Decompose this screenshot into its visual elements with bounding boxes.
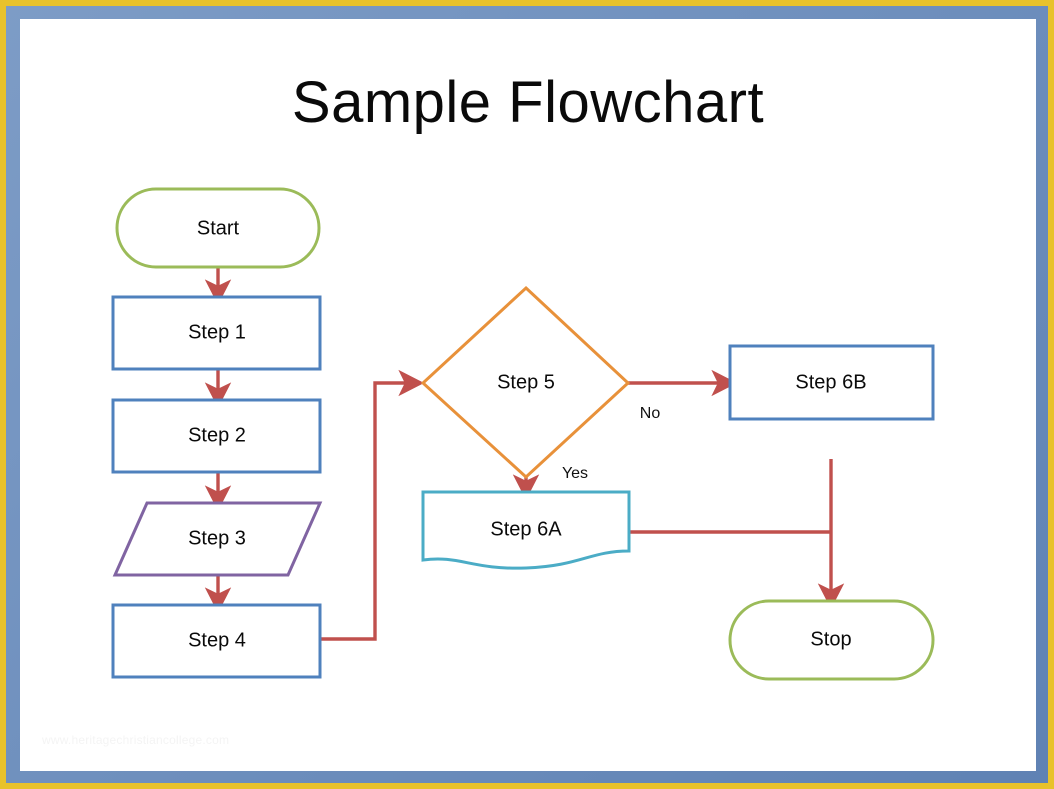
- node-start-shape: [115, 187, 321, 269]
- node-stop[interactable]: Stop: [728, 599, 935, 681]
- node-step5-shape: [420, 285, 631, 480]
- edge-label-no: No: [640, 405, 661, 422]
- node-step4-label: Step 4: [188, 629, 246, 651]
- edge-label-yes: Yes: [562, 465, 588, 482]
- node-step5[interactable]: Step 5: [420, 285, 631, 480]
- node-step4[interactable]: Step 4: [111, 603, 322, 679]
- node-step6b-label: Step 6B: [795, 371, 866, 393]
- node-step4-shape: [111, 603, 322, 679]
- node-stop-shape: [728, 599, 935, 681]
- node-step1-shape: [111, 295, 322, 371]
- connector-group: [204, 267, 845, 641]
- node-step6a-label: Step 6A: [490, 518, 562, 540]
- connector-step4-to-step5: [319, 369, 425, 641]
- node-step2-label: Step 2: [188, 424, 246, 446]
- node-step3-shape: [112, 501, 323, 577]
- node-step2[interactable]: Step 2: [111, 398, 322, 474]
- flowchart-svg: Start Step 1 Step 2 Step 3 Step 4: [111, 187, 935, 681]
- node-step5-label: Step 5: [497, 371, 555, 393]
- node-step3[interactable]: Step 3: [112, 501, 323, 577]
- node-step1-label: Step 1: [188, 321, 246, 343]
- node-start[interactable]: Start: [115, 187, 321, 269]
- node-step6a[interactable]: Step 6A: [421, 490, 631, 570]
- page-title: Sample Flowchart: [291, 70, 765, 135]
- watermark-text: www.heritagechristiancollege.com: [42, 733, 230, 747]
- node-step6b[interactable]: Step 6B: [728, 344, 935, 421]
- node-step6a-shape: [421, 490, 631, 570]
- node-step1[interactable]: Step 1: [111, 295, 322, 371]
- node-step6b-shape: [728, 344, 935, 421]
- node-start-label: Start: [197, 217, 240, 239]
- node-stop-label: Stop: [810, 628, 851, 650]
- node-step2-shape: [111, 398, 322, 474]
- slide-content-area: Sample Flowchart: [20, 19, 1036, 771]
- node-step3-label: Step 3: [188, 527, 246, 549]
